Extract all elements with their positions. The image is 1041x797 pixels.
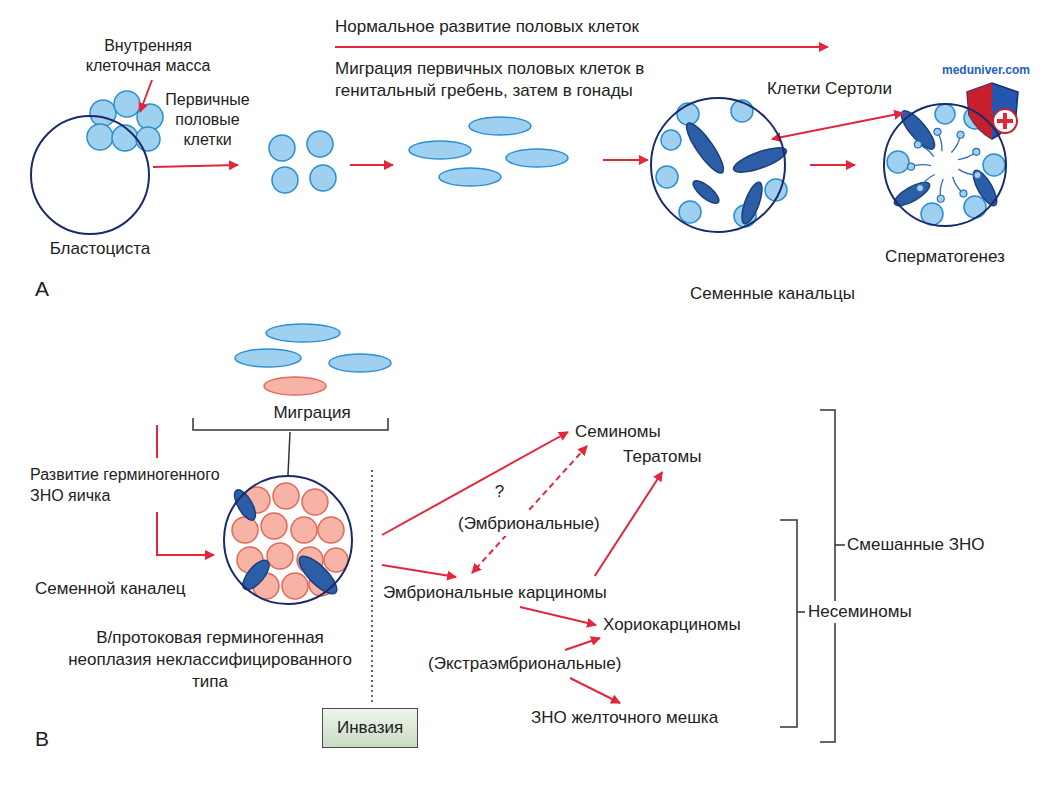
panel-letter: A — [35, 278, 65, 300]
circle-outline — [30, 115, 150, 235]
shape-caption: Сперматогенез — [873, 246, 1017, 268]
blastocyst-circle: Бластоциста — [30, 115, 150, 235]
tubule-circle: Семенные канальцы — [650, 97, 786, 233]
shape-caption: Семенной каналец — [35, 578, 215, 600]
annotation: Смешанные ЗНО — [847, 534, 1037, 556]
shape-caption: В/протоковая герминогенная неоплазия нек… — [55, 627, 365, 693]
shape-caption: Семенные канальцы — [690, 283, 880, 305]
tumor-type: ЗНО желточного мешка — [528, 706, 721, 730]
circle-outline — [883, 103, 1007, 227]
tumor-group: (Эмбриональные) — [455, 512, 603, 536]
annotation: Нормальное развитие половых клеток — [335, 16, 755, 38]
annotation: Развитие герминогенного ЗНО яичка — [30, 464, 255, 506]
shape-caption: Бластоциста — [35, 238, 165, 260]
sperm-head — [914, 141, 921, 148]
leader-arrow — [140, 80, 152, 112]
node-text: (Эмбриональные) — [455, 512, 603, 536]
bracket — [820, 410, 845, 742]
circle-outline — [223, 475, 353, 605]
tumor-group: (Экстраэмбриональные) — [425, 652, 624, 676]
tubule-circle: Семенной каналецВ/протоковая герминогенн… — [223, 475, 353, 605]
sperm-head — [917, 185, 924, 192]
invasion-border — [371, 470, 373, 704]
neoplasia-cells — [230, 483, 348, 599]
connector-arrow — [595, 472, 662, 576]
primordial-cells — [269, 131, 336, 193]
primordial-cell-group: Первичные половые клетки — [240, 132, 340, 197]
invasion-box: Инвазия — [322, 708, 418, 748]
connector-arrow — [520, 607, 596, 625]
connector-arrow — [570, 678, 620, 703]
panel-letter: B — [35, 728, 65, 750]
connector-arrow — [565, 638, 600, 650]
migrating-cell-group: Миграция первичных половых клеток в гени… — [405, 112, 572, 190]
connector-arrow — [772, 113, 903, 139]
connector-arrow — [810, 164, 855, 166]
node-text: Инвазия — [337, 717, 403, 739]
circle-outline — [650, 97, 786, 233]
bracket — [780, 520, 805, 727]
tumor-type: Хориокарциномы — [600, 613, 744, 637]
process-arrow — [157, 512, 214, 555]
tumor-type: Эмбриональные карциномы — [380, 581, 610, 605]
edge-label: Клетки Сертоли — [764, 79, 895, 99]
connector-arrow — [472, 446, 587, 573]
sperm-cells — [908, 128, 981, 202]
connector-arrow — [603, 159, 648, 161]
process-arrow — [335, 46, 828, 48]
node-text: Семиномы — [572, 420, 664, 444]
connector-line — [288, 432, 290, 475]
annotation: Внутренняя клеточная масса — [73, 36, 223, 76]
shape-caption: Миграция первичных половых клеток в гени… — [335, 58, 705, 102]
sperm-head — [957, 131, 964, 138]
node-text: Тератомы — [620, 445, 704, 469]
tumor-type: Тератомы — [620, 445, 704, 469]
node-text: (Экстраэмбриональные) — [425, 652, 624, 676]
edge-label: ? — [492, 482, 507, 502]
connector-arrow — [153, 165, 238, 167]
sperm-head — [973, 148, 980, 155]
spermatogenesis-circle: Сперматогенез — [883, 103, 1007, 227]
process-arrow — [156, 425, 158, 458]
shape-caption: Миграция — [262, 402, 362, 424]
node-text: Хориокарциномы — [600, 613, 744, 637]
migrating-cell-group: Миграция — [232, 320, 394, 400]
migrating-cells — [409, 117, 568, 186]
tumor-type: Семиномы — [572, 420, 664, 444]
sperm-head — [908, 163, 915, 170]
node-text: Эмбриональные карциномы — [380, 581, 610, 605]
migrating-cells — [235, 324, 391, 395]
sperm-head — [960, 190, 967, 197]
shape-caption: Первичные половые клетки — [155, 90, 260, 150]
annotation: Несеминомы — [808, 601, 948, 623]
inner-cell-mass — [87, 91, 163, 151]
node-text: ЗНО желточного мешка — [528, 706, 721, 730]
sperm-head — [974, 172, 981, 179]
connector-arrow — [382, 565, 456, 577]
connector-arrow — [350, 164, 393, 166]
watermark: meduniver.com — [936, 62, 1036, 78]
sperm-head — [937, 195, 944, 202]
sperm-head — [934, 128, 941, 135]
